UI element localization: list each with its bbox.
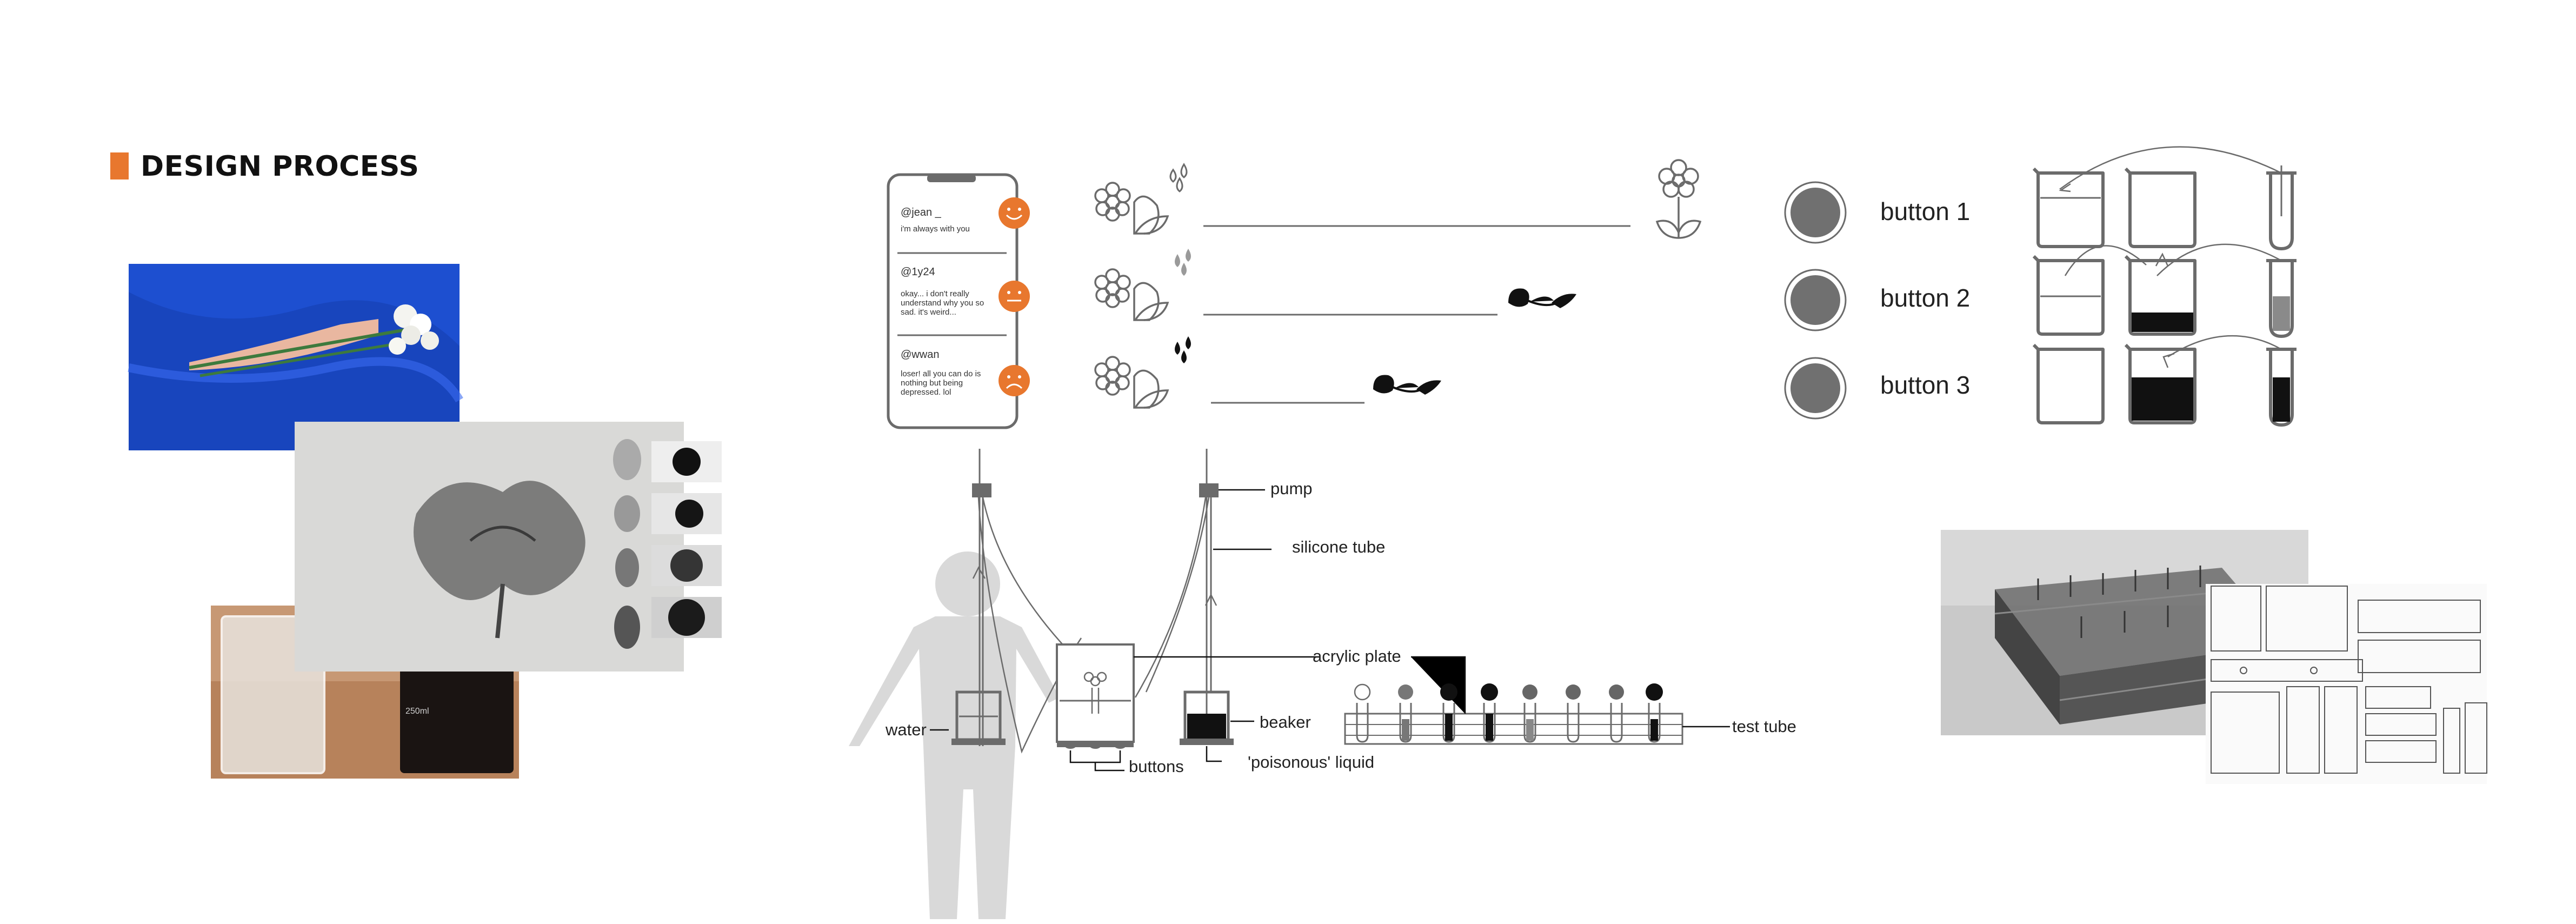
tube-4 bbox=[1481, 683, 1498, 743]
petal-samples-strip bbox=[651, 441, 722, 638]
post-text: nothing but being bbox=[901, 378, 963, 388]
silicone-tube-label: silicone tube bbox=[1292, 537, 1386, 556]
liquid-transfer-diagram bbox=[2033, 146, 2303, 433]
tube-7 bbox=[1609, 684, 1624, 743]
post-text: loser! all you can do is bbox=[901, 369, 981, 378]
post-1: @jean _ i'm always with you bbox=[901, 207, 970, 234]
post-text: understand why you so bbox=[901, 298, 984, 308]
device-setup-diagram bbox=[849, 449, 1730, 919]
post-3: @wwan loser! all you can do is nothing b… bbox=[901, 349, 981, 397]
title-accent-bar bbox=[110, 152, 129, 180]
post-2: @1y24 okay... i don't really understand … bbox=[901, 266, 984, 317]
tube-6 bbox=[1566, 684, 1581, 743]
photo-collage: 250ml bbox=[128, 264, 722, 779]
tube-2 bbox=[1398, 684, 1413, 743]
button-indicator-3 bbox=[1784, 357, 1847, 420]
button-2-label: button 2 bbox=[1880, 284, 1971, 312]
tube-1 bbox=[1354, 683, 1371, 743]
page-title: DESIGN PROCESS bbox=[141, 150, 420, 183]
test-tube-rack-flowers bbox=[1354, 683, 1663, 743]
post-username: @jean _ bbox=[901, 207, 941, 218]
happy-face-icon bbox=[999, 197, 1030, 229]
acrylic-plate-label: acrylic plate bbox=[1313, 647, 1401, 666]
phone-illustration bbox=[887, 173, 1019, 429]
post-text: sad. it's weird... bbox=[901, 308, 956, 317]
button-indicator-1 bbox=[1784, 181, 1847, 244]
tube-8 bbox=[1646, 683, 1663, 743]
post-text: i'm always with you bbox=[901, 224, 970, 234]
flower-wilting-timeline bbox=[1091, 159, 1702, 409]
neutral-face-icon bbox=[999, 281, 1030, 312]
product-render-photo bbox=[1941, 530, 2487, 784]
svg-text:250ml: 250ml bbox=[405, 707, 429, 716]
poisonous-liquid-label: 'poisonous' liquid bbox=[1248, 753, 1375, 772]
post-username: @1y24 bbox=[901, 266, 935, 278]
button-indicator-2 bbox=[1784, 269, 1847, 331]
blue-cloth-photo bbox=[128, 264, 463, 450]
tube-3 bbox=[1440, 683, 1457, 743]
post-username: @wwan bbox=[901, 349, 940, 361]
beaker-label: beaker bbox=[1260, 713, 1311, 732]
post-text: okay... i don't really bbox=[901, 289, 969, 298]
button-1-label: button 1 bbox=[1880, 197, 1971, 225]
healthy-flower-icon bbox=[1655, 159, 1702, 239]
post-text: depressed. lol bbox=[901, 388, 951, 397]
test-tube-label: test tube bbox=[1732, 717, 1796, 736]
buttons-label: buttons bbox=[1129, 757, 1184, 776]
withered-flower-photo bbox=[295, 422, 684, 672]
sad-face-icon bbox=[999, 365, 1030, 396]
tube-5 bbox=[1522, 684, 1537, 743]
button-3-label: button 3 bbox=[1880, 371, 1971, 399]
human-silhouette bbox=[849, 551, 1060, 919]
water-label: water bbox=[886, 720, 927, 739]
pump-label: pump bbox=[1270, 479, 1313, 498]
